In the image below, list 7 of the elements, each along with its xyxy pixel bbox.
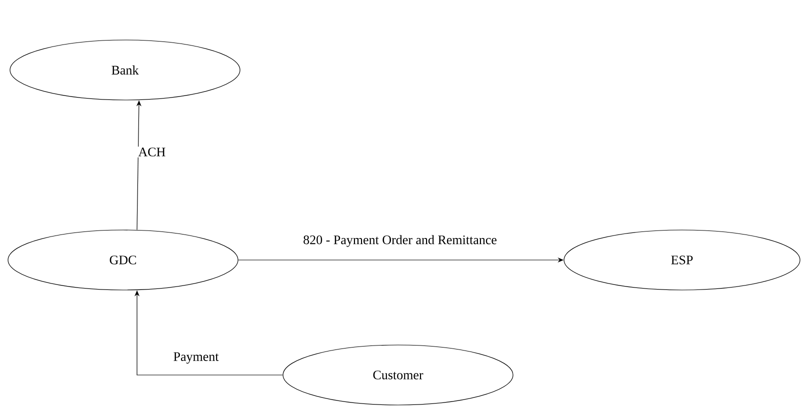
ellipse-node: ESP [564, 230, 800, 290]
edge-label: Payment [172, 351, 220, 365]
ellipse-node: GDC [8, 230, 238, 290]
ellipse-node: Customer [282, 344, 514, 406]
edge-label: 820 - Payment Order and Remittance [302, 234, 498, 248]
ellipse-node: Bank [10, 40, 240, 100]
edge-label: ACH [137, 146, 167, 158]
